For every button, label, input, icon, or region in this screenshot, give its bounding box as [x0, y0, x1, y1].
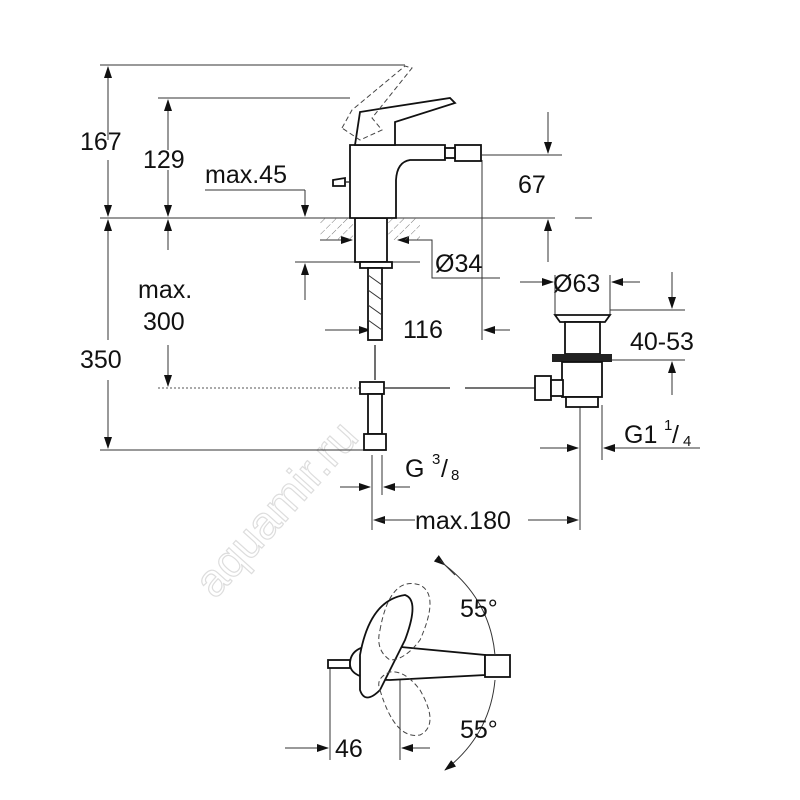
label-129: 129	[143, 146, 185, 174]
label-g1-num: 1	[664, 417, 672, 434]
label-167: 167	[80, 128, 122, 156]
label-g: G	[405, 455, 424, 483]
label-40-53: 40-53	[630, 328, 694, 356]
label-55-top: 55°	[460, 595, 498, 623]
watermark: aquamir.ru	[184, 410, 368, 606]
label-g1-den: 4	[683, 433, 691, 450]
label-max: max.	[138, 276, 192, 304]
label-55-bottom: 55°	[460, 716, 498, 744]
dimension-lines	[104, 66, 700, 524]
label-max-180: max.180	[415, 507, 511, 535]
label-350: 350	[80, 346, 122, 374]
label-300: 300	[143, 308, 185, 336]
label-g-num: 3	[432, 451, 440, 468]
dimension-labels: 167 129 max.45 67 Ø34 max. 300 Ø63 350 1…	[80, 128, 694, 763]
waste-fitting	[534, 314, 612, 408]
fraction-slash: /	[672, 421, 679, 449]
label-46: 46	[335, 735, 363, 763]
label-d34: Ø34	[435, 250, 482, 278]
label-67: 67	[518, 171, 546, 199]
label-max-45: max.45	[205, 161, 287, 189]
mixer-top-view	[285, 555, 511, 771]
fraction-slash: /	[441, 455, 448, 483]
label-116: 116	[403, 316, 443, 344]
label-g-den: 8	[451, 467, 459, 484]
reference-lines	[100, 64, 685, 530]
mixer-side-view	[320, 65, 535, 451]
label-d63: Ø63	[553, 270, 600, 298]
label-g1: G1	[624, 421, 657, 449]
